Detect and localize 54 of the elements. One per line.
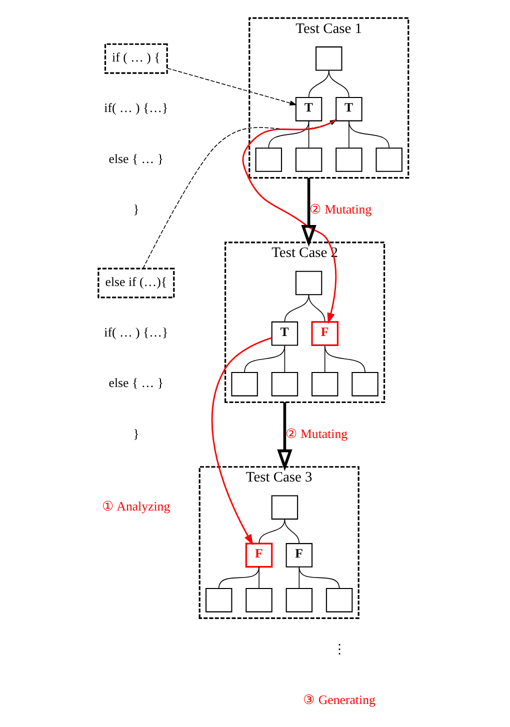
arrow bbox=[301, 178, 316, 247]
connector bbox=[328, 70, 350, 98]
connector bbox=[348, 120, 350, 148]
node-box bbox=[352, 372, 378, 396]
label: } bbox=[133, 426, 140, 441]
connector bbox=[284, 519, 300, 544]
node-box: else if (…){ bbox=[98, 268, 175, 298]
label: ③ Generating bbox=[303, 692, 376, 707]
edge-label: ② Mutating bbox=[309, 202, 372, 216]
node-box: if ( … ) { bbox=[104, 43, 168, 74]
node-box: F bbox=[286, 543, 313, 568]
label: if( … ) {…} bbox=[104, 101, 168, 116]
node-box bbox=[286, 588, 313, 612]
edge-label: ② Mutating bbox=[285, 426, 348, 441]
label: ① Analyzing bbox=[102, 499, 170, 514]
connector bbox=[348, 120, 390, 148]
arrow bbox=[167, 68, 297, 106]
connector bbox=[284, 345, 286, 373]
node-box bbox=[336, 148, 362, 172]
connector bbox=[218, 566, 260, 589]
arrow bbox=[212, 337, 272, 546]
connector bbox=[298, 566, 340, 589]
connector bbox=[244, 345, 286, 373]
node-box bbox=[376, 148, 402, 172]
label: ⋮ bbox=[332, 642, 346, 656]
node-box bbox=[271, 495, 298, 520]
connector bbox=[308, 294, 326, 322]
connector bbox=[258, 519, 286, 544]
label: if( … ) {…} bbox=[104, 326, 168, 340]
label: else { … } bbox=[108, 376, 164, 390]
node-box bbox=[255, 148, 282, 172]
label: else { … } bbox=[108, 152, 164, 166]
arrow bbox=[277, 402, 292, 472]
node-box bbox=[231, 372, 258, 396]
node-box bbox=[326, 588, 353, 612]
node-box bbox=[271, 372, 298, 396]
node-box: T bbox=[336, 97, 362, 122]
node-box: T bbox=[295, 97, 322, 122]
node-box: F bbox=[245, 542, 273, 568]
connector bbox=[268, 120, 310, 148]
node-box: F bbox=[311, 321, 338, 346]
connector bbox=[324, 345, 366, 373]
connector bbox=[308, 70, 330, 98]
node-box bbox=[206, 588, 232, 612]
node-box bbox=[311, 372, 338, 396]
connector bbox=[284, 294, 310, 322]
node-box bbox=[295, 270, 322, 296]
node-box bbox=[295, 148, 322, 172]
node-box bbox=[316, 46, 342, 71]
connector bbox=[258, 566, 260, 589]
node-box bbox=[246, 588, 272, 612]
node-box: T bbox=[271, 321, 298, 346]
connector bbox=[308, 120, 310, 148]
label: } bbox=[133, 202, 140, 216]
